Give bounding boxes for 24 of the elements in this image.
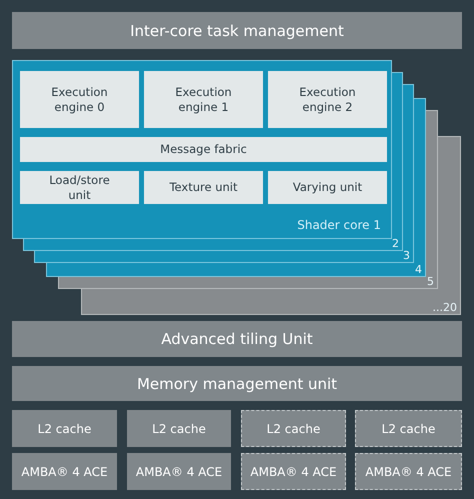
unit-block: Execution engine 2 <box>268 71 387 128</box>
unit-block: L2 cache <box>127 410 231 447</box>
unit-block: AMBA® 4 ACE <box>355 453 462 490</box>
card-label: Shader core 1 <box>297 218 381 232</box>
unit-block: L2 cache <box>241 410 346 447</box>
card-number: 5 <box>404 275 434 288</box>
card-number: 4 <box>392 263 422 276</box>
unit-block: L2 cache <box>12 410 117 447</box>
unit-block: Texture unit <box>144 171 263 204</box>
unit-block: Varying unit <box>268 171 387 204</box>
unit-block: Message fabric <box>20 137 387 162</box>
unit-block: Advanced tiling Unit <box>12 321 462 357</box>
card-number: 3 <box>380 249 410 262</box>
card-number: 2 <box>369 237 399 250</box>
card-number: ...20 <box>427 301 457 314</box>
unit-block: AMBA® 4 ACE <box>241 453 346 490</box>
unit-block: AMBA® 4 ACE <box>12 453 117 490</box>
unit-block: AMBA® 4 ACE <box>127 453 231 490</box>
unit-block: Memory management unit <box>12 366 462 401</box>
unit-block: L2 cache <box>355 410 462 447</box>
unit-block: Inter-core task management <box>12 12 462 49</box>
unit-block: Load/store unit <box>20 171 139 204</box>
unit-block: Execution engine 0 <box>20 71 139 128</box>
unit-block: Execution engine 1 <box>144 71 263 128</box>
